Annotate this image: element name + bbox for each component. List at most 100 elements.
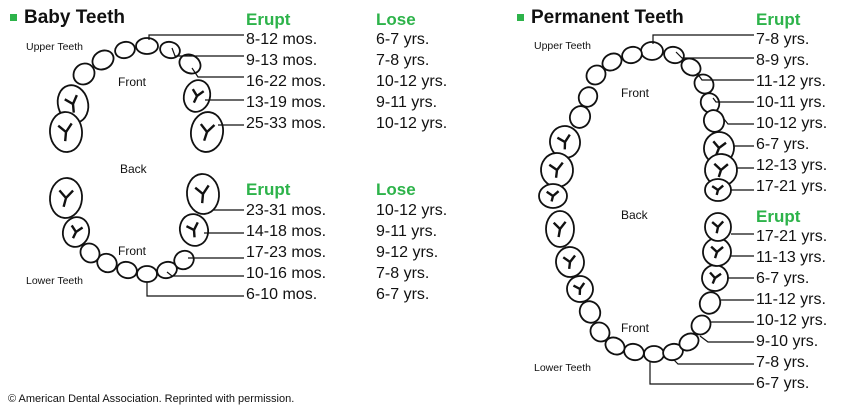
- baby-lower-groove: [194, 184, 210, 204]
- baby-lower-tooth: [173, 249, 195, 271]
- baby-lower-lose-list: 10-12 yrs. 9-11 yrs. 9-12 yrs. 7-8 yrs. …: [376, 200, 447, 305]
- permanent-lower-tooth: [578, 300, 602, 324]
- baby-upper-teeth-label: Upper Teeth: [26, 41, 84, 53]
- baby-upper-pointer-line: [191, 67, 244, 78]
- baby-upper-erupt-item: 9-13 mos.: [246, 52, 318, 69]
- permanent-lower-groove: [552, 221, 567, 238]
- permanent-teeth-title: Permanent Teeth: [531, 7, 684, 28]
- permanent-lower-teeth-label: Lower Teeth: [534, 362, 592, 374]
- permanent-upper-tooth: [680, 57, 702, 77]
- baby-lower-teeth-label: Lower Teeth: [26, 275, 84, 287]
- permanent-upper-tooth: [640, 41, 664, 61]
- baby-upper-lose-item: 10-12 yrs.: [376, 73, 448, 90]
- permanent-title-bullet: [517, 14, 524, 21]
- permanent-back-label: Back: [621, 208, 648, 222]
- baby-upper-erupt-item: 16-22 mos.: [246, 73, 327, 90]
- permanent-upper-erupt-header: Erupt: [756, 10, 801, 29]
- baby-lower-lose-header: Lose: [376, 180, 416, 199]
- permanent-upper-erupt-item: 7-8 yrs.: [756, 31, 810, 48]
- permanent-lower-tooth: [698, 291, 722, 315]
- baby-lower-erupt-list: 23-31 mos. 14-18 mos. 17-23 mos. 10-16 m…: [246, 200, 326, 305]
- permanent-lower-erupt-item: 11-12 yrs.: [756, 291, 826, 308]
- baby-lower-lose-item: 10-12 yrs.: [376, 202, 448, 219]
- permanent-front-upper-label: Front: [621, 86, 650, 100]
- permanent-lower-tooth: [623, 342, 645, 362]
- baby-upper-lose-item: 6-7 yrs.: [376, 31, 430, 48]
- permanent-lower-groove: [711, 220, 725, 234]
- permanent-upper-tooth: [693, 73, 715, 95]
- permanent-lower-tooth: [589, 321, 611, 343]
- baby-upper-erupt-list: 8-12 mos. 9-13 mos. 16-22 mos. 13-19 mos…: [246, 29, 326, 134]
- permanent-lower-erupt-item: 6-7 yrs.: [756, 270, 810, 287]
- baby-lower-erupt-item: 10-16 mos.: [246, 265, 327, 282]
- baby-teeth-title: Baby Teeth: [24, 7, 126, 28]
- baby-lower-groove: [185, 221, 199, 238]
- baby-upper-tooth: [178, 53, 202, 75]
- permanent-lower-groove: [709, 271, 722, 284]
- baby-lower-lose-item: 9-12 yrs.: [376, 244, 439, 261]
- baby-lower-tooth: [116, 260, 138, 280]
- permanent-upper-pointer-line: [723, 118, 754, 125]
- baby-upper-pointer-line: [171, 47, 244, 57]
- permanent-upper-pointer-line: [696, 72, 754, 81]
- baby-title-bullet: [10, 14, 17, 21]
- baby-upper-tooth: [135, 37, 159, 55]
- permanent-upper-groove: [546, 190, 560, 202]
- baby-lower-lose-item: 6-7 yrs.: [376, 286, 430, 303]
- baby-upper-tooth: [114, 40, 136, 60]
- baby-back-label: Back: [120, 162, 147, 176]
- baby-lower-pointer-line: [166, 271, 244, 277]
- permanent-lower-erupt-item: 17-21 yrs.: [756, 228, 828, 245]
- permanent-lower-tooth: [604, 336, 626, 356]
- permanent-lower-erupt-item: 10-12 yrs.: [756, 312, 828, 329]
- baby-upper-erupt-item: 8-12 mos.: [246, 31, 318, 48]
- permanent-front-lower-label: Front: [621, 321, 650, 335]
- baby-lower-erupt-item: 23-31 mos.: [246, 202, 327, 219]
- permanent-upper-erupt-item: 10-11 yrs.: [756, 94, 826, 111]
- permanent-upper-pointer-line: [675, 51, 754, 59]
- permanent-lower-erupt-list: 17-21 yrs. 11-13 yrs. 6-7 yrs. 11-12 yrs…: [756, 226, 827, 394]
- baby-lower-tooth: [136, 265, 158, 283]
- baby-upper-lose-list: 6-7 yrs. 7-8 yrs. 10-12 yrs. 9-11 yrs. 1…: [376, 29, 447, 134]
- baby-lower-groove: [70, 224, 84, 239]
- permanent-upper-groove: [556, 133, 571, 150]
- permanent-upper-erupt-item: 17-21 yrs.: [756, 178, 828, 195]
- permanent-lower-pointer-line: [649, 362, 754, 385]
- permanent-lower-erupt-header: Erupt: [756, 207, 801, 226]
- baby-lower-erupt-item: 14-18 mos.: [246, 223, 327, 240]
- copyright-credit: © American Dental Association. Reprinted…: [8, 393, 295, 405]
- permanent-lower-pointer-line: [673, 359, 754, 365]
- permanent-upper-pointer-line: [652, 34, 754, 44]
- baby-upper-lose-item: 9-11 yrs.: [376, 94, 438, 111]
- baby-upper-tooth: [159, 40, 181, 60]
- permanent-lower-groove: [562, 254, 577, 269]
- permanent-lower-erupt-item: 6-7 yrs.: [756, 375, 810, 392]
- baby-upper-erupt-header: Erupt: [246, 10, 291, 29]
- baby-upper-lose-header: Lose: [376, 10, 416, 29]
- permanent-upper-erupt-item: 11-12 yrs.: [756, 73, 826, 90]
- permanent-lower-tooth: [643, 345, 665, 363]
- permanent-upper-erupt-item: 8-9 yrs.: [756, 52, 810, 69]
- baby-lower-tooth: [79, 242, 101, 264]
- baby-upper-lose-item: 7-8 yrs.: [376, 52, 430, 69]
- baby-front-lower-label: Front: [118, 244, 147, 258]
- permanent-lower-groove: [710, 245, 724, 259]
- permanent-upper-groove: [711, 184, 724, 196]
- permanent-upper-pointer-line: [712, 97, 754, 103]
- baby-upper-groove: [191, 88, 205, 104]
- baby-lower-lose-item: 7-8 yrs.: [376, 265, 430, 282]
- baby-upper-tooth: [91, 49, 115, 71]
- permanent-upper-groove: [548, 161, 564, 178]
- baby-upper-groove: [57, 122, 73, 142]
- permanent-upper-erupt-item: 10-12 yrs.: [756, 115, 828, 132]
- baby-front-upper-label: Front: [118, 75, 147, 89]
- baby-upper-erupt-item: 25-33 mos.: [246, 115, 327, 132]
- permanent-upper-erupt-item: 6-7 yrs.: [756, 136, 810, 153]
- permanent-upper-tooth: [568, 105, 592, 129]
- permanent-lower-tooth: [690, 314, 712, 336]
- permanent-upper-erupt-item: 12-13 yrs.: [756, 157, 828, 174]
- baby-lower-erupt-item: 17-23 mos.: [246, 244, 327, 261]
- baby-lower-erupt-header: Erupt: [246, 180, 291, 199]
- baby-lower-erupt-item: 6-10 mos.: [246, 286, 318, 303]
